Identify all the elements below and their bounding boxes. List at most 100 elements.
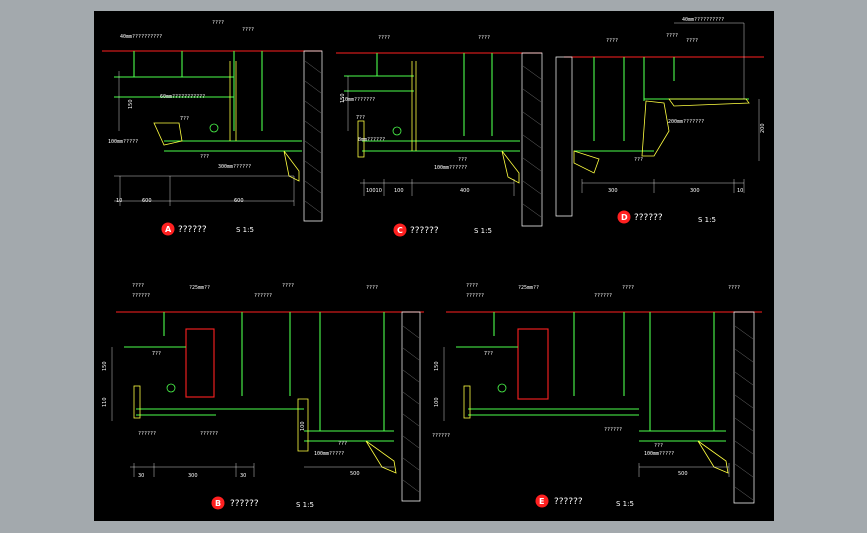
detail-e: ???? ?????? ?25mm?? ???? ???? ?????? 7??… bbox=[432, 283, 762, 508]
note-a-7: 300mm?????? bbox=[218, 164, 251, 170]
dim-b-1: 300 bbox=[188, 473, 198, 479]
dim-c-v0: 150 bbox=[340, 93, 346, 103]
detail-id-b: B bbox=[215, 499, 221, 508]
detail-marker-a bbox=[161, 222, 175, 236]
note-b-7: ?????? bbox=[138, 431, 156, 437]
note-e-9: ??? bbox=[654, 443, 663, 449]
note-c-6: 100mm?????? bbox=[434, 165, 467, 171]
note-b-0: ???? bbox=[132, 283, 144, 289]
dim-d-v0: 200 bbox=[760, 123, 766, 133]
note-a-2: ???? bbox=[242, 27, 254, 33]
note-a-5: 100mm????? bbox=[108, 139, 138, 145]
detail-marker-e bbox=[535, 494, 549, 508]
note-a-3: 60mm??????????? bbox=[160, 94, 205, 100]
note-e-0: ???? bbox=[466, 283, 478, 289]
note-a-0: 40mm?????????? bbox=[120, 34, 162, 40]
scale-a: S 1:5 bbox=[236, 226, 254, 234]
dim-a-2: 600 bbox=[234, 198, 244, 204]
wall-d bbox=[555, 56, 573, 217]
note-b-2: ?25mm?? bbox=[189, 285, 210, 291]
note-e-7: ?????? bbox=[432, 433, 450, 439]
dim-b-v0: 150 bbox=[102, 361, 108, 371]
dim-a-1: 600 bbox=[142, 198, 152, 204]
note-a-6: ??? bbox=[200, 154, 209, 160]
wall-a bbox=[303, 50, 323, 222]
note-e-6: 7?? bbox=[484, 351, 493, 357]
panel-b bbox=[185, 328, 215, 398]
caption-a: ?????? bbox=[178, 225, 207, 235]
detail-id-e: E bbox=[539, 497, 544, 506]
dim-b-v2: 100 bbox=[300, 421, 306, 431]
note-e-4: ???? bbox=[728, 285, 740, 291]
detail-b: ???? ?????? ?25mm?? ???? ???? ?????? 7??… bbox=[102, 283, 424, 510]
caption-d: ?????? bbox=[634, 213, 663, 223]
detail-a: 40mm?????????? ???? ???? 60mm???????????… bbox=[102, 20, 323, 236]
wall-c bbox=[521, 52, 543, 227]
note-c-3: 7?? bbox=[356, 115, 365, 121]
detail-d: 40mm?????????? ???? ???? ???? 200mm?????… bbox=[555, 17, 766, 224]
note-b-1: ?????? bbox=[132, 293, 150, 299]
dim-d-2: 10 bbox=[737, 188, 743, 194]
dim-b-3: 500 bbox=[350, 471, 360, 477]
note-e-2: ?25mm?? bbox=[518, 285, 539, 291]
frame-e bbox=[456, 312, 726, 442]
trim-e bbox=[463, 385, 729, 474]
note-e-1: ?????? bbox=[466, 293, 484, 299]
detail-id-a: A bbox=[165, 225, 172, 234]
dim-b-2: 30 bbox=[240, 473, 246, 479]
dim-e-v0: 150 bbox=[434, 361, 440, 371]
note-b-5: ?????? bbox=[254, 293, 272, 299]
note-d-4: 200mm??????? bbox=[668, 119, 704, 125]
frame-c bbox=[344, 53, 520, 152]
dim-e-0: 500 bbox=[678, 471, 688, 477]
note-d-5: ??? bbox=[634, 157, 643, 163]
caption-c: ?????? bbox=[410, 226, 439, 236]
dim-c-2: 400 bbox=[460, 188, 470, 194]
scale-b: S 1:5 bbox=[296, 501, 314, 509]
note-e-3: ???? bbox=[622, 285, 634, 291]
ceiling-details-drawing: 40mm?????????? ???? ???? 60mm???????????… bbox=[102, 17, 766, 510]
note-a-4: 7?? bbox=[180, 116, 189, 122]
note-c-4: 8mm?????? bbox=[358, 137, 385, 143]
detail-marker-d bbox=[617, 210, 631, 224]
dim-a-v0: 150 bbox=[128, 99, 134, 109]
dim-c-1: 100 bbox=[394, 188, 404, 194]
detail-marker-b bbox=[211, 496, 225, 510]
detail-id-d: D bbox=[621, 213, 628, 222]
trim-b bbox=[133, 385, 397, 474]
scale-c: S 1:5 bbox=[474, 227, 492, 235]
note-b-9: ??? bbox=[338, 441, 347, 447]
note-b-8: ?????? bbox=[200, 431, 218, 437]
note-d-1: ???? bbox=[606, 38, 618, 44]
dim-d-0: 300 bbox=[608, 188, 618, 194]
note-e-5: ?????? bbox=[594, 293, 612, 299]
dim-a-0: 10 bbox=[116, 198, 122, 204]
caption-b: ?????? bbox=[230, 499, 259, 509]
note-b-4: ???? bbox=[366, 285, 378, 291]
panel-e bbox=[517, 328, 549, 400]
note-d-0: 40mm?????????? bbox=[682, 17, 724, 23]
note-c-0: ???? bbox=[378, 35, 390, 41]
note-b-6: 7?? bbox=[152, 351, 161, 357]
dim-d-1: 300 bbox=[690, 188, 700, 194]
frame-b bbox=[124, 312, 394, 442]
wall-e bbox=[733, 311, 755, 504]
dim-c-0: 10010 bbox=[366, 188, 382, 194]
cad-drawing-viewport[interactable]: 40mm?????????? ???? ???? 60mm???????????… bbox=[94, 11, 774, 521]
note-e-8: ?????? bbox=[604, 427, 622, 433]
detail-id-c: C bbox=[397, 226, 403, 235]
note-c-1: ???? bbox=[478, 35, 490, 41]
note-e-10: 100mm????? bbox=[644, 451, 674, 457]
note-b-3: ???? bbox=[282, 283, 294, 289]
note-d-2: ???? bbox=[666, 33, 678, 39]
trim-c bbox=[357, 61, 520, 184]
dim-e-v1: 100 bbox=[434, 397, 440, 407]
scale-e: S 1:5 bbox=[616, 500, 634, 508]
trim-d bbox=[573, 98, 750, 174]
frame-a bbox=[114, 51, 302, 152]
detail-c: ???? ???? 10mm??????? 7?? 8mm?????? ??? … bbox=[336, 35, 543, 237]
detail-marker-c bbox=[393, 223, 407, 237]
scale-d: S 1:5 bbox=[698, 216, 716, 224]
trim-a bbox=[153, 61, 300, 182]
caption-e: ?????? bbox=[554, 497, 583, 507]
